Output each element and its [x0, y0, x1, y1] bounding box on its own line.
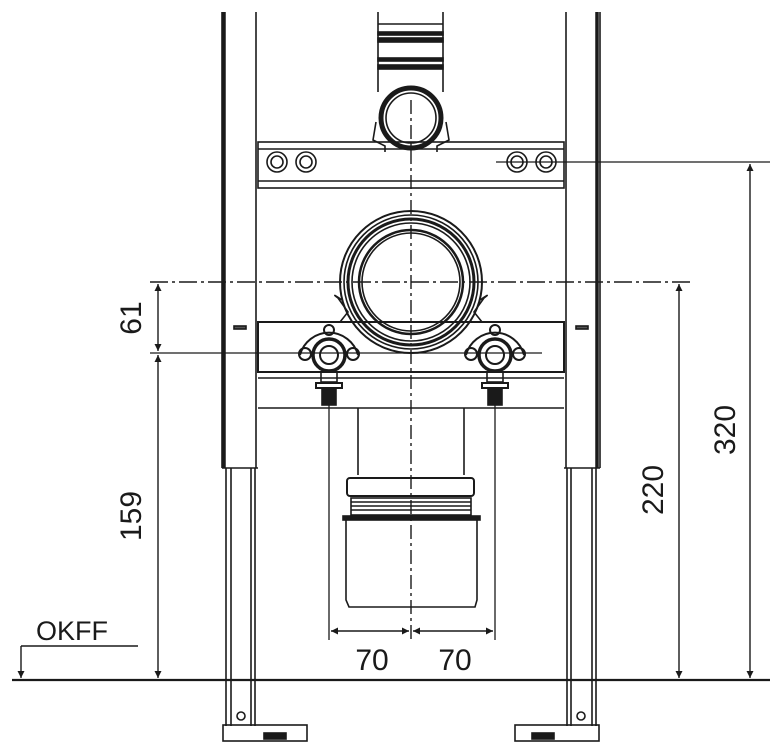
- dimension-320-label: 320: [709, 405, 742, 455]
- dimension-70-left-label: 70: [355, 644, 388, 677]
- dimension-70-right-label: 70: [438, 644, 471, 677]
- left-frame-post: [221, 12, 308, 742]
- flush-pipe: [372, 12, 450, 152]
- left-slot-mark: [233, 325, 247, 330]
- okff-label: OKFF: [36, 616, 108, 646]
- dimension-159-label: 159: [115, 491, 148, 541]
- dimension-61-label: 61: [115, 301, 148, 334]
- okff-floor-marker: [17, 645, 138, 678]
- right-frame-post: [514, 12, 601, 742]
- right-slot-mark: [575, 325, 589, 330]
- dimension-220-label: 220: [637, 465, 670, 515]
- left-supply-elbow: [298, 324, 360, 406]
- right-supply-elbow: [464, 324, 526, 406]
